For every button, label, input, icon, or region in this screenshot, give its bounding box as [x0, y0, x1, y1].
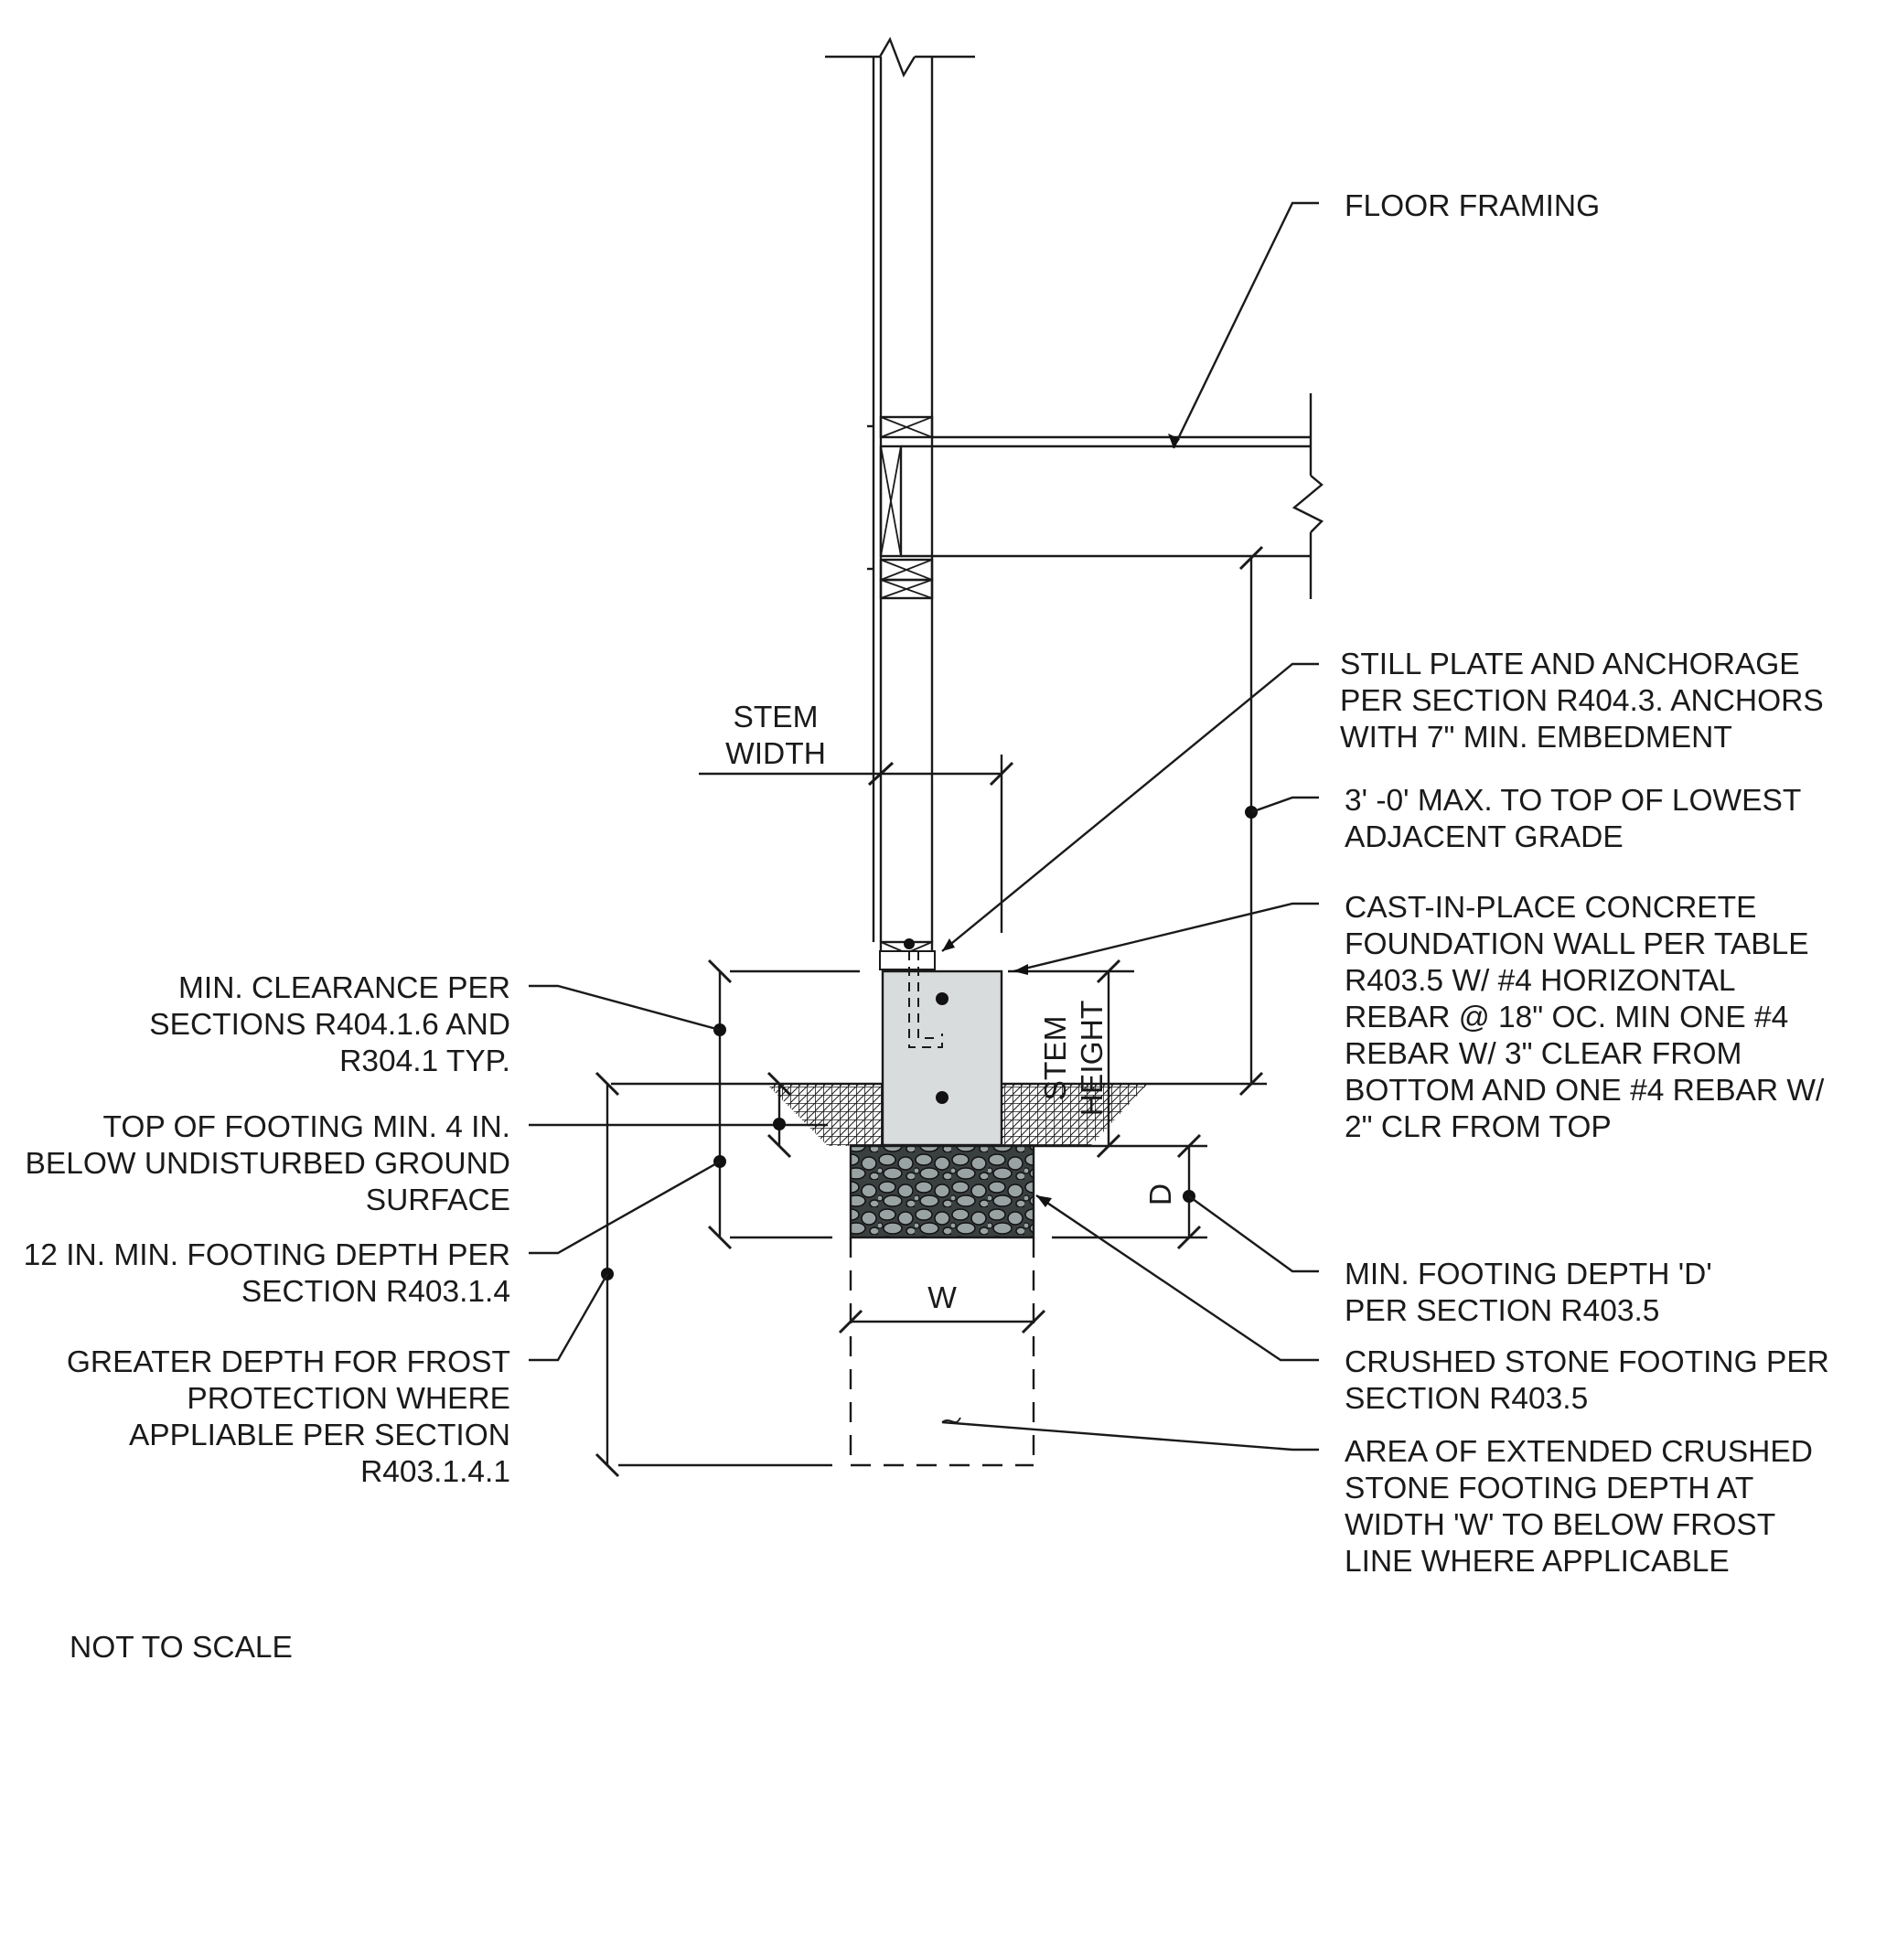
svg-text:R403.1.4.1: R403.1.4.1	[360, 1455, 510, 1489]
svg-text:BOTTOM AND ONE #4 REBAR W/: BOTTOM AND ONE #4 REBAR W/	[1345, 1074, 1825, 1108]
label-crushed-stone: CRUSHED STONE FOOTING PER SECTION R403.5	[1345, 1345, 1829, 1416]
svg-text:12 IN. MIN. FOOTING DEPTH PER: 12 IN. MIN. FOOTING DEPTH PER	[24, 1238, 510, 1272]
svg-text:STONE FOOTING DEPTH AT: STONE FOOTING DEPTH AT	[1345, 1472, 1753, 1505]
svg-text:WIDTH 'W' TO BELOW FROST: WIDTH 'W' TO BELOW FROST	[1345, 1508, 1775, 1542]
label-frost-protection: GREATER DEPTH FOR FROST PROTECTION WHERE…	[67, 1345, 510, 1489]
svg-text:REBAR @ 18" OC. MIN ONE #4: REBAR @ 18" OC. MIN ONE #4	[1345, 1001, 1788, 1034]
svg-text:TOP OF FOOTING MIN. 4 IN.: TOP OF FOOTING MIN. 4 IN.	[103, 1110, 510, 1144]
soil-hatch	[766, 1084, 1148, 1146]
svg-text:FLOOR FRAMING: FLOOR FRAMING	[1345, 189, 1600, 223]
extended-footing-area	[849, 1237, 1035, 1467]
svg-text:CRUSHED STONE FOOTING PER: CRUSHED STONE FOOTING PER	[1345, 1345, 1829, 1379]
svg-text:FOUNDATION WALL PER TABLE: FOUNDATION WALL PER TABLE	[1345, 927, 1809, 961]
label-footing-depth-12: 12 IN. MIN. FOOTING DEPTH PER SECTION R4…	[24, 1238, 510, 1309]
svg-text:SECTIONS R404.1.6 AND: SECTIONS R404.1.6 AND	[149, 1008, 510, 1042]
label-dim-d: D	[1144, 1183, 1178, 1205]
svg-text:WITH 7" MIN. EMBEDMENT: WITH 7" MIN. EMBEDMENT	[1340, 721, 1732, 755]
label-floor-framing: FLOOR FRAMING	[1345, 189, 1600, 223]
floor-joist	[867, 393, 1324, 599]
svg-text:SURFACE: SURFACE	[366, 1183, 510, 1217]
label-stem-height: STEM HEIGHT	[1039, 1001, 1109, 1117]
svg-text:STEM: STEM	[733, 701, 818, 734]
svg-text:HEIGHT: HEIGHT	[1076, 1001, 1109, 1117]
label-stem-width: STEM WIDTH	[725, 701, 826, 771]
label-sill-plate: STILL PLATE AND ANCHORAGE PER SECTION R4…	[1340, 648, 1824, 755]
svg-text:R403.5 W/ #4 HORIZONTAL: R403.5 W/ #4 HORIZONTAL	[1345, 964, 1736, 998]
svg-text:CAST-IN-PLACE CONCRETE: CAST-IN-PLACE CONCRETE	[1345, 891, 1756, 925]
svg-text:AREA OF EXTENDED CRUSHED: AREA OF EXTENDED CRUSHED	[1345, 1435, 1813, 1469]
svg-text:PER SECTION R403.5: PER SECTION R403.5	[1345, 1294, 1659, 1328]
svg-text:R304.1 TYP.: R304.1 TYP.	[339, 1044, 510, 1078]
dim-stem-height	[1008, 959, 1134, 1159]
dim-footing-width	[838, 1309, 1046, 1334]
svg-text:PROTECTION WHERE: PROTECTION WHERE	[187, 1382, 510, 1416]
svg-text:PER SECTION R404.3. ANCHORS: PER SECTION R404.3. ANCHORS	[1340, 684, 1824, 718]
svg-text:LINE WHERE APPLICABLE: LINE WHERE APPLICABLE	[1345, 1545, 1730, 1579]
svg-text:STILL PLATE AND ANCHORAGE: STILL PLATE AND ANCHORAGE	[1340, 648, 1800, 681]
label-dim-w: W	[927, 1281, 957, 1315]
svg-text:SECTION R403.5: SECTION R403.5	[1345, 1382, 1588, 1416]
svg-text:ADJACENT GRADE: ADJACENT GRADE	[1345, 820, 1624, 854]
svg-text:WIDTH: WIDTH	[725, 737, 826, 771]
svg-text:3' -0' MAX. TO TOP OF LOWEST: 3' -0' MAX. TO TOP OF LOWEST	[1345, 784, 1801, 818]
leader-lines	[529, 201, 1319, 1451]
label-concrete-wall: CAST-IN-PLACE CONCRETE FOUNDATION WALL P…	[1345, 891, 1825, 1144]
label-extended-area: AREA OF EXTENDED CRUSHED STONE FOOTING D…	[1345, 1435, 1813, 1579]
svg-text:2" CLR FROM TOP: 2" CLR FROM TOP	[1345, 1110, 1612, 1144]
dim-top-of-footing	[585, 1071, 828, 1159]
dim-min-footing-depth	[1052, 1133, 1207, 1250]
crushed-stone-footing	[849, 1144, 1035, 1239]
label-not-to-scale: NOT TO SCALE	[70, 1631, 293, 1665]
dim-stem-width	[699, 755, 1014, 933]
svg-text:BELOW UNDISTURBED GROUND: BELOW UNDISTURBED GROUND	[26, 1147, 510, 1181]
svg-text:MIN. FOOTING DEPTH 'D': MIN. FOOTING DEPTH 'D'	[1345, 1258, 1712, 1291]
svg-text:STEM: STEM	[1039, 1015, 1073, 1100]
svg-text:GREATER DEPTH FOR FROST: GREATER DEPTH FOR FROST	[67, 1345, 510, 1379]
label-min-footing-depth: MIN. FOOTING DEPTH 'D' PER SECTION R403.…	[1345, 1258, 1712, 1328]
label-max-height: 3' -0' MAX. TO TOP OF LOWEST ADJACENT GR…	[1345, 784, 1801, 854]
label-top-of-footing: TOP OF FOOTING MIN. 4 IN. BELOW UNDISTUR…	[26, 1110, 510, 1217]
svg-text:APPLIABLE PER SECTION: APPLIABLE PER SECTION	[129, 1419, 510, 1452]
blocking	[879, 415, 934, 966]
concrete-stem-wall	[879, 938, 1003, 1147]
dim-max-height	[1238, 545, 1264, 1097]
svg-text:REBAR W/ 3" CLEAR FROM: REBAR W/ 3" CLEAR FROM	[1345, 1037, 1742, 1071]
svg-text:MIN. CLEARANCE PER: MIN. CLEARANCE PER	[178, 971, 510, 1005]
dim-frost-depth	[595, 1071, 832, 1478]
svg-text:SECTION R403.1.4: SECTION R403.1.4	[241, 1275, 510, 1309]
label-min-clearance: MIN. CLEARANCE PER SECTIONS R404.1.6 AND…	[149, 971, 510, 1078]
